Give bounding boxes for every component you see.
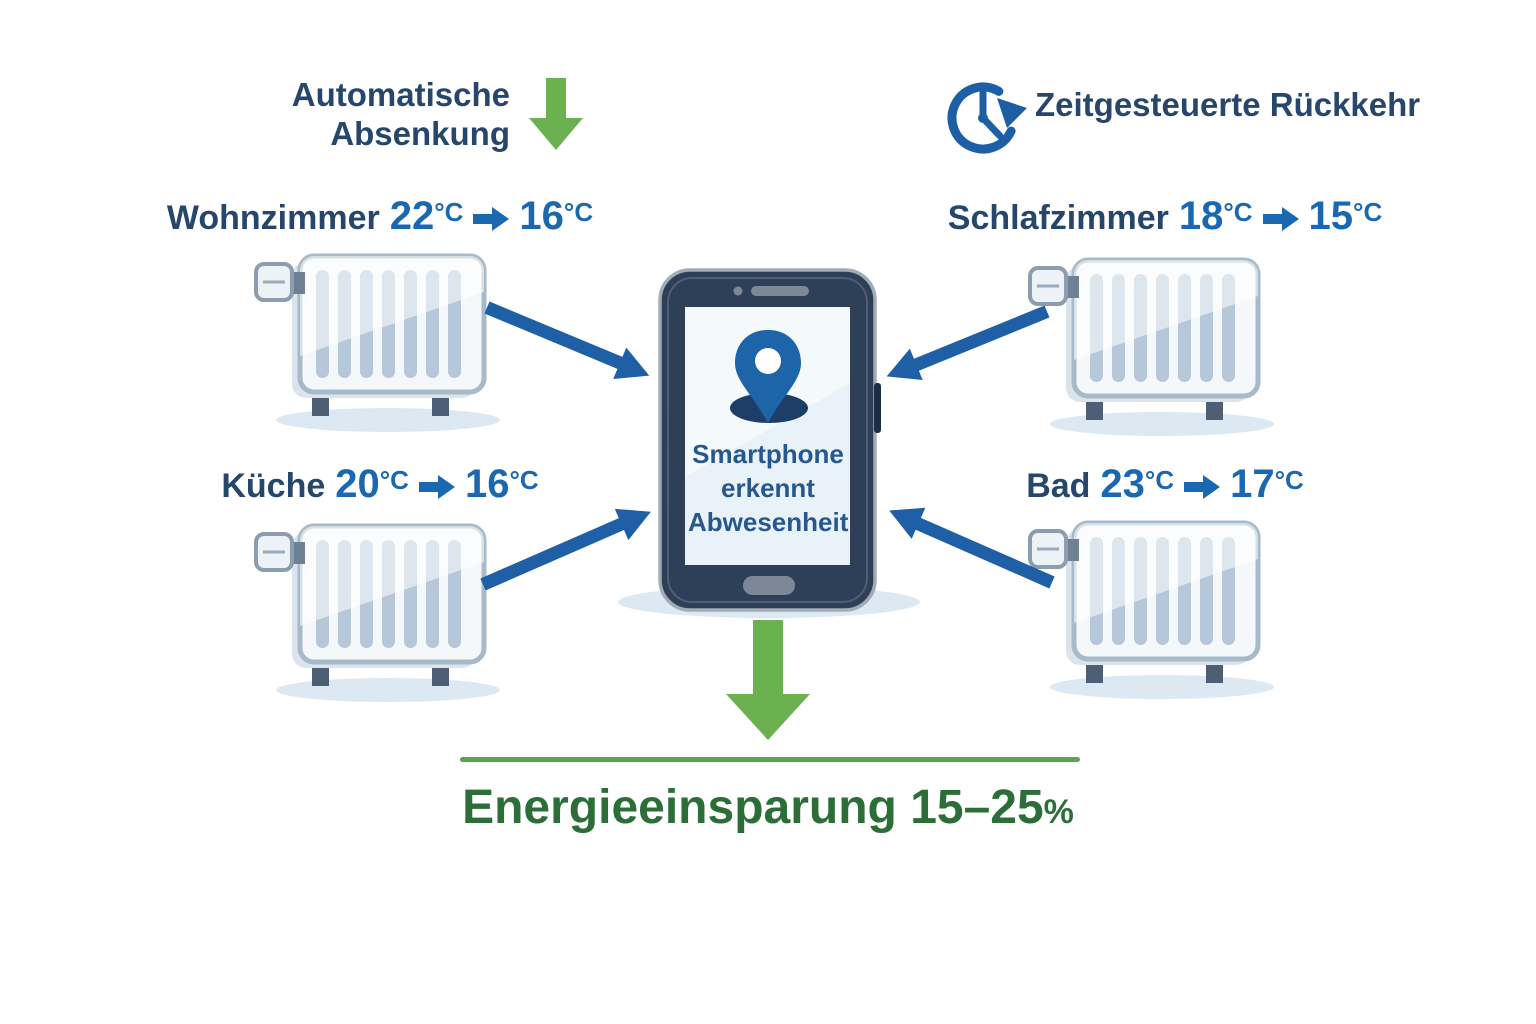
green-down-arrow-large-icon xyxy=(726,620,810,740)
temp-unit: °C xyxy=(1144,465,1175,496)
temp-to: 16 xyxy=(519,194,564,238)
room-name: Küche xyxy=(221,467,326,505)
temp-from: 20 xyxy=(335,462,380,506)
radiator-wohnzimmer xyxy=(252,248,502,438)
arrow-wohnzimmer-to-phone xyxy=(484,301,624,370)
right-arrow-icon xyxy=(1184,475,1221,499)
temp-to: 15 xyxy=(1308,194,1354,238)
room-label-bad: Bad 23°C 17°C xyxy=(935,462,1395,507)
temp-unit: °C xyxy=(1223,197,1253,228)
header-timed-return: Zeitgesteuerte Rückkehr xyxy=(943,72,1420,160)
savings-title: Energieeinsparung 15–25% xyxy=(384,780,1152,835)
right-arrow-icon xyxy=(473,207,510,231)
room-name: Wohnzimmer xyxy=(166,199,380,237)
room-label-kueche: Küche 20°C 16°C xyxy=(150,462,610,507)
temp-unit: °C xyxy=(434,197,464,228)
room-label-wohnzimmer: Wohnzimmer 22°C 16°C xyxy=(150,194,610,239)
right-arrow-icon xyxy=(418,475,455,499)
savings-divider-line xyxy=(460,757,1080,762)
location-pin-icon xyxy=(730,330,808,423)
radiator-kueche xyxy=(252,518,502,708)
green-down-arrow-icon xyxy=(529,78,583,150)
temp-from: 23 xyxy=(1100,462,1145,506)
savings-label: Energieeinsparung xyxy=(462,781,897,834)
timed-return-title: Zeitgesteuerte Rückkehr xyxy=(1035,86,1421,123)
savings-value: 15–25 xyxy=(910,781,1044,834)
radiator-bad xyxy=(1026,515,1276,705)
room-name: Schlafzimmer xyxy=(947,199,1169,237)
temp-to: 16 xyxy=(464,462,510,506)
temp-unit: °C xyxy=(379,465,409,496)
clock-icon xyxy=(947,82,1027,154)
arrow-kueche-to-phone xyxy=(480,517,625,591)
temp-to: 17 xyxy=(1230,462,1275,506)
automatic-reduction-title: Automatische Absenkung xyxy=(291,76,510,152)
savings-unit: % xyxy=(1043,793,1074,831)
temp-from: 18 xyxy=(1178,194,1224,238)
temp-unit: °C xyxy=(563,197,594,228)
temp-unit: °C xyxy=(509,465,539,496)
phone-message: Smartphone erkennt Abwesenheit xyxy=(688,439,849,537)
temp-from: 22 xyxy=(389,194,435,238)
radiator-schlafzimmer xyxy=(1026,252,1276,442)
temp-unit: °C xyxy=(1274,465,1304,496)
smartphone xyxy=(658,268,881,612)
room-label-schlafzimmer: Schlafzimmer 18°C 15°C xyxy=(935,194,1395,239)
room-name: Bad xyxy=(1026,467,1091,505)
header-automatic-reduction: Automatische Absenkung xyxy=(283,76,584,154)
temp-unit: °C xyxy=(1353,197,1383,228)
right-arrow-icon xyxy=(1262,207,1299,231)
